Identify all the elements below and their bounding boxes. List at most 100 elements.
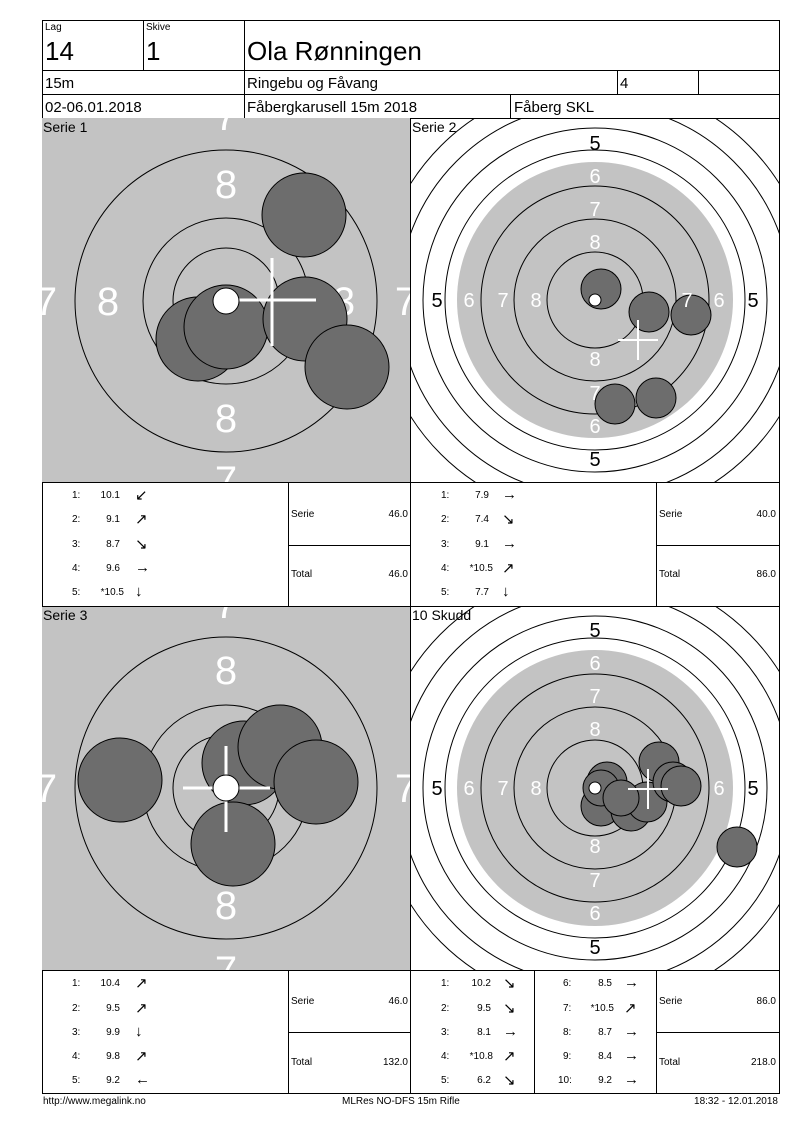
shot-direction-arrow: ↗ <box>135 975 148 992</box>
shot-direction-arrow: ↗ <box>502 560 515 577</box>
shot-number: 4: <box>441 563 450 574</box>
ring-number: 7 <box>215 118 237 139</box>
shot-hole <box>273 739 359 825</box>
shot-score: *10.5 <box>100 587 124 598</box>
ring-number: 7 <box>395 280 410 324</box>
shot-score: 9.2 <box>598 1075 612 1086</box>
shot-direction-arrow: ↗ <box>135 511 148 528</box>
shot-direction-arrow: → <box>135 559 150 576</box>
serie-label: Serie <box>291 509 315 520</box>
ring-number: 6 <box>463 778 474 800</box>
shot-score: 10.2 <box>471 978 491 989</box>
shot-direction-arrow: → <box>502 486 517 503</box>
shot-number: 10: <box>558 1075 572 1086</box>
shot-direction-arrow: → <box>502 535 517 552</box>
competition-date: 02-06.01.2018 <box>45 99 142 116</box>
ring-number: 6 <box>589 653 600 675</box>
target-serie-2-graphic: 5 5 5 5 6 6 6 6 7 7 7 7 8 8 8 <box>411 118 779 482</box>
total-label: Total <box>291 1057 313 1068</box>
shot-direction-arrow: ↙ <box>135 487 148 504</box>
shot-score: 9.1 <box>475 539 489 550</box>
ring-number: 7 <box>215 606 237 627</box>
target-10-skudd-graphic: 5 5 5 5 6 6 6 6 7 7 7 8 8 8 <box>411 606 779 970</box>
organizer: Fåberg SKL <box>514 99 595 116</box>
shot-hole <box>304 324 390 410</box>
shot-hole <box>261 172 347 258</box>
shot-direction-arrow: ↘ <box>502 511 515 528</box>
ring-number: 8 <box>589 836 600 858</box>
ring-number: 7 <box>589 199 600 221</box>
shot-number: 1: <box>72 978 81 989</box>
ring-number: 7 <box>497 290 508 312</box>
distance: 15m <box>45 75 75 92</box>
shot-direction-arrow: ↘ <box>135 536 148 553</box>
ring-number: 7 <box>42 767 57 811</box>
shot-number: 1: <box>72 490 81 501</box>
total-label: Total <box>659 569 681 580</box>
ring-number: 8 <box>215 884 237 928</box>
shot-direction-arrow: ↓ <box>502 583 510 600</box>
shot-direction-arrow: ← <box>135 1071 150 1088</box>
shot-direction-arrow: ↗ <box>135 1000 148 1017</box>
shot-direction-arrow: ↘ <box>503 975 516 992</box>
total-value: 218.0 <box>750 1057 776 1068</box>
shot-number: 4: <box>72 563 81 574</box>
shot-direction-arrow: ↗ <box>624 1000 637 1017</box>
target-title: Serie 3 <box>43 607 88 623</box>
ring-number: 8 <box>215 649 237 693</box>
total-value: 86.0 <box>756 569 776 580</box>
center-dot <box>212 774 240 802</box>
center-dot <box>588 781 602 795</box>
footer-software: MLRes NO-DFS 15m Rifle <box>342 1096 460 1107</box>
ring-number: 6 <box>713 290 724 312</box>
shot-score: 8.4 <box>598 1051 612 1062</box>
footer-url[interactable]: http://www.megalink.no <box>43 1096 146 1107</box>
shot-number: 1: <box>441 490 450 501</box>
shot-direction-arrow: → <box>503 1023 518 1040</box>
shot-score: 8.7 <box>598 1027 612 1038</box>
shot-hole <box>628 291 670 333</box>
shot-score: 6.2 <box>477 1075 491 1086</box>
shot-number: 8: <box>563 1027 572 1038</box>
shot-score: 9.5 <box>477 1003 491 1014</box>
shot-score: 10.4 <box>100 978 120 989</box>
ring-number: 8 <box>530 778 541 800</box>
serie-label: Serie <box>659 996 683 1007</box>
shot-number: 2: <box>72 1003 81 1014</box>
shot-score: 9.2 <box>106 1075 120 1086</box>
shot-number: 2: <box>441 1003 450 1014</box>
target-serie-1: 8 8 8 3 7 7 7 7 <box>42 118 410 482</box>
club-name: Ringebu og Fåvang <box>247 75 378 92</box>
target-serie-3-graphic: 8 8 7 7 7 7 <box>42 606 410 970</box>
ring-number: 5 <box>747 290 758 312</box>
lag-label: Lag <box>45 22 62 33</box>
shot-score: 8.1 <box>477 1027 491 1038</box>
ring-number: 8 <box>589 719 600 741</box>
shot-score: 10.1 <box>100 490 120 501</box>
shot-score: *10.5 <box>590 1003 614 1014</box>
shot-number: 5: <box>441 587 450 598</box>
lag-value: 14 <box>45 36 74 66</box>
skive-label: Skive <box>146 22 171 33</box>
shot-hole <box>635 377 677 419</box>
shot-score: 7.4 <box>475 514 489 525</box>
ring-number: 7 <box>589 686 600 708</box>
serie-value: 86.0 <box>756 996 776 1007</box>
shot-score: 9.5 <box>106 1003 120 1014</box>
ring-number: 7 <box>215 459 237 482</box>
shot-direction-arrow: → <box>624 1047 639 1064</box>
shot-number: 7: <box>563 1003 572 1014</box>
ring-number: 5 <box>747 778 758 800</box>
shot-hole <box>716 826 758 868</box>
target-serie-2: 5 5 5 5 6 6 6 6 7 7 7 7 8 8 8 <box>411 118 779 482</box>
shot-score: 9.9 <box>106 1027 120 1038</box>
shot-score: 9.6 <box>106 563 120 574</box>
ring-number: 7 <box>589 870 600 892</box>
ring-number: 6 <box>589 166 600 188</box>
shot-direction-arrow: ↘ <box>503 1072 516 1089</box>
ring-number: 8 <box>589 349 600 371</box>
ring-number: 7 <box>42 280 57 324</box>
center-dot <box>212 287 240 315</box>
shot-number: 5: <box>441 1075 450 1086</box>
ring-number: 5 <box>431 778 442 800</box>
